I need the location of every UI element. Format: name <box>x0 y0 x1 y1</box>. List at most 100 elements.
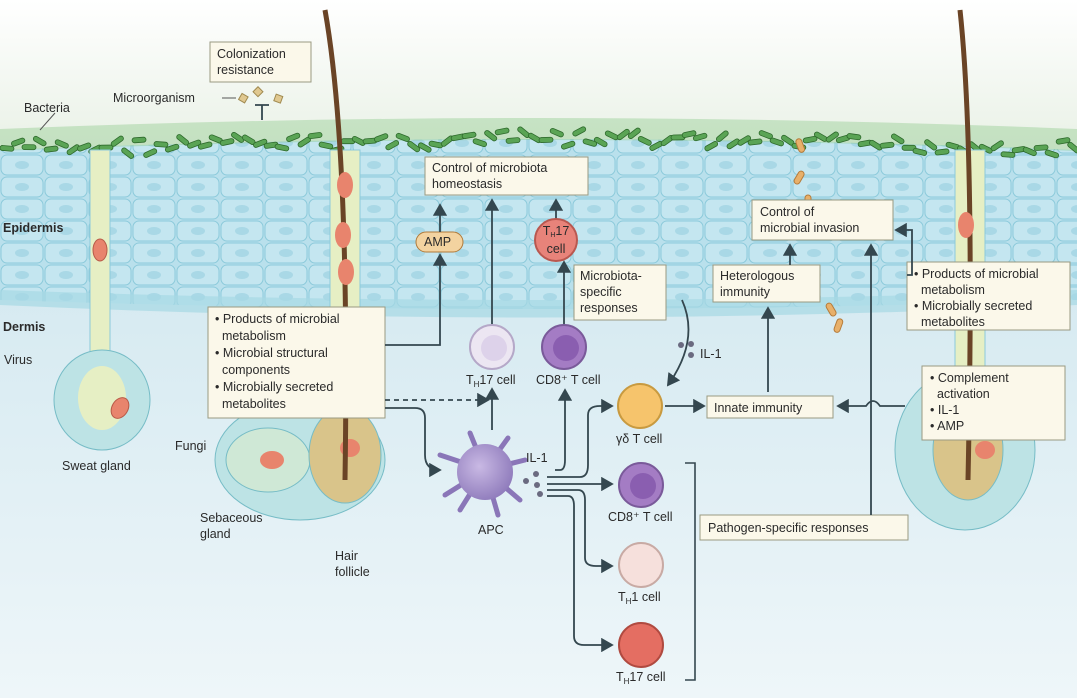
bacterium <box>385 140 400 151</box>
bacterium <box>110 135 124 147</box>
bacterium <box>461 131 477 139</box>
bacterium <box>131 136 147 144</box>
bacterium <box>891 133 905 145</box>
bacterium <box>990 140 1004 152</box>
bacterium <box>616 128 630 141</box>
bacterium <box>505 137 521 144</box>
svg-text:TH17 cell: TH17 cell <box>466 373 516 389</box>
bacterium <box>1000 151 1016 158</box>
bacterium <box>407 140 421 153</box>
bacterium <box>43 145 59 153</box>
bacterium <box>692 132 708 142</box>
svg-text:TH1 cell: TH1 cell <box>618 590 661 606</box>
bacterium <box>417 142 432 153</box>
bacterium <box>11 137 26 147</box>
svg-text:γδ T cell: γδ T cell <box>616 432 662 446</box>
il1-particles <box>523 341 694 497</box>
bacterium <box>561 140 576 150</box>
innate-immunity-box: Innate immunity <box>706 395 834 419</box>
svg-text:IL-1: IL-1 <box>526 451 548 465</box>
hair-follicle-left <box>214 9 386 521</box>
bacterium <box>637 135 652 146</box>
sweat-gland-label: Sweat gland <box>62 459 131 473</box>
microorganism-icons <box>237 86 284 104</box>
svg-text:• Products of microbial metab: • Products of microbial metabolism• Micr… <box>914 267 1039 329</box>
th17-cell-upper: TH17 cell <box>466 324 516 389</box>
bacterium <box>219 138 235 146</box>
bacterium <box>143 148 158 158</box>
bacterium <box>582 138 598 147</box>
bacterium <box>802 135 818 144</box>
sweat-gland <box>53 149 151 451</box>
bacterium <box>869 139 883 151</box>
bacterium <box>769 137 784 147</box>
svg-text:TH17: TH17 <box>543 224 570 239</box>
bacterium <box>164 143 180 153</box>
bacterium <box>549 127 564 138</box>
svg-text:TH17 cell: TH17 cell <box>616 670 666 686</box>
th17-cell-lower: TH17 cell <box>616 622 666 686</box>
il1-label: IL-1 <box>700 347 722 361</box>
bacterium <box>77 142 92 152</box>
bacterium <box>0 145 15 152</box>
apc-dendritic-cell: APC IL-1 <box>437 430 548 537</box>
bacterium <box>153 141 169 148</box>
sky-background <box>0 0 1077 150</box>
bacterium <box>737 135 752 146</box>
bacterium <box>484 130 498 142</box>
bacterium <box>121 147 135 159</box>
svg-text:Pathogen-specific responses: Pathogen-specific responses <box>708 521 869 535</box>
epidermis-label: Epidermis <box>3 221 63 235</box>
pathogen-specific-box: Pathogen-specific responses <box>699 514 909 541</box>
svg-text:CD8⁺ T cell: CD8⁺ T cell <box>536 373 601 387</box>
complement-box: • Complement activation• IL-1• AMP <box>921 365 1066 441</box>
svg-text:APC: APC <box>478 523 504 537</box>
bacteria-rods <box>0 126 1077 159</box>
bacterium <box>307 132 323 140</box>
bacterium <box>846 133 862 141</box>
bacterium <box>32 135 47 147</box>
bacterium <box>879 141 895 149</box>
dermis-label: Dermis <box>3 320 45 334</box>
bacterium <box>1022 146 1037 157</box>
bacterium <box>825 131 839 143</box>
bacterium <box>197 141 213 150</box>
gamma-delta-t-cell: γδ T cell <box>616 383 663 446</box>
fungi-label: Fungi <box>175 439 206 453</box>
th1-cell: TH1 cell <box>618 542 664 606</box>
svg-text:cell: cell <box>547 242 566 256</box>
bacterium <box>1044 149 1060 159</box>
inhibition-mark <box>255 104 269 120</box>
virus-label: Virus <box>4 353 32 367</box>
bacteria-layer <box>0 118 1077 151</box>
bacterium <box>934 148 950 156</box>
cd8-t-cell-lower: CD8⁺ T cell <box>608 462 673 524</box>
svg-text:AMP: AMP <box>424 235 451 249</box>
amp-badge: AMP <box>415 231 464 253</box>
bacterium <box>274 143 290 152</box>
bacterium <box>374 133 389 143</box>
bacteria-label: Bacteria <box>24 101 70 115</box>
bacterium <box>572 126 587 137</box>
arrows <box>385 198 913 681</box>
microorganism-label: Microorganism <box>113 91 195 105</box>
bacterium <box>593 136 608 148</box>
bacterium <box>715 130 729 143</box>
bacterium <box>66 144 80 156</box>
bracket <box>685 462 696 681</box>
bacterium <box>494 127 510 136</box>
svg-text:CD8⁺ T cell: CD8⁺ T cell <box>608 510 673 524</box>
bacterium <box>187 139 202 149</box>
leader-line <box>39 112 56 131</box>
left-products-box: • Products of microbial metabolism• Micr… <box>207 306 386 419</box>
bacterium <box>627 127 641 139</box>
